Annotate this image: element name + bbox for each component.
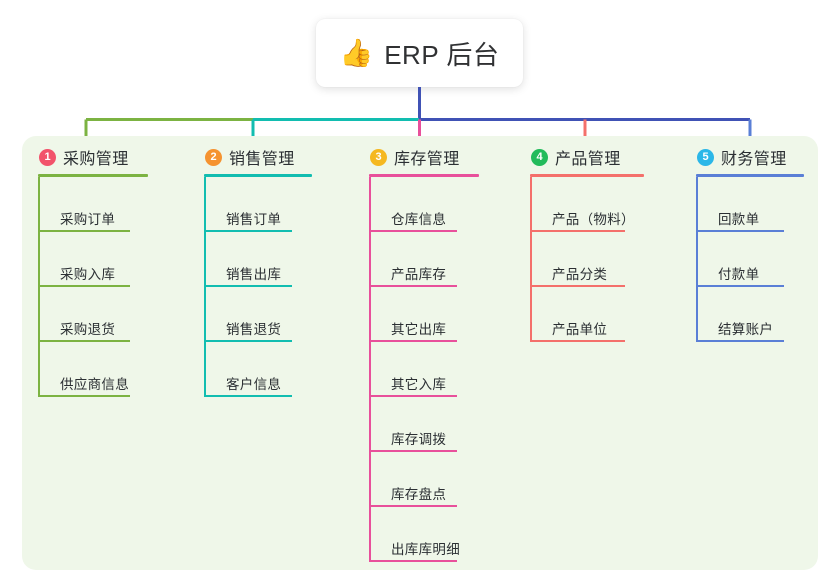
branch-item[interactable]: 回款单 xyxy=(696,177,804,232)
branch-item[interactable]: 采购订单 xyxy=(38,177,148,232)
branch-item-list: 仓库信息产品库存其它出库其它入库库存调拨库存盘点出库库明细 xyxy=(369,177,479,562)
branch-item-label: 销售退货 xyxy=(226,322,282,337)
branch-item[interactable]: 销售出库 xyxy=(204,232,312,287)
branch-number-badge: 3 xyxy=(370,148,387,166)
branch-item-rule xyxy=(38,230,130,232)
branch-item[interactable]: 采购退货 xyxy=(38,287,148,342)
branches-panel xyxy=(22,136,818,570)
branch-column-5: 5 财务管理回款单付款单结算账户 xyxy=(696,145,804,342)
branch-item-label: 供应商信息 xyxy=(60,377,129,392)
branch-header-4[interactable]: 4 产品管理 xyxy=(530,145,644,169)
branch-item-label: 其它出库 xyxy=(391,322,447,337)
branch-column-3: 3 库存管理仓库信息产品库存其它出库其它入库库存调拨库存盘点出库库明细 xyxy=(369,145,479,562)
branch-item-rule xyxy=(204,230,292,232)
branch-header-rule xyxy=(204,174,312,177)
branch-item[interactable]: 其它出库 xyxy=(369,287,479,342)
branch-item-label: 产品库存 xyxy=(391,267,447,282)
branch-column-2: 2 销售管理销售订单销售出库销售退货客户信息 xyxy=(204,145,312,397)
branch-item[interactable]: 采购入库 xyxy=(38,232,148,287)
branch-item-rule xyxy=(204,285,292,287)
branch-item-rule xyxy=(530,285,625,287)
branch-column-1: 1 采购管理采购订单采购入库采购退货供应商信息 xyxy=(38,145,148,397)
branch-item[interactable]: 客户信息 xyxy=(204,342,312,397)
branch-header-3[interactable]: 3 库存管理 xyxy=(369,145,479,169)
branch-item-label: 库存调拨 xyxy=(391,432,447,447)
branch-item-rule xyxy=(204,395,292,397)
branch-item[interactable]: 供应商信息 xyxy=(38,342,148,397)
branch-item[interactable]: 付款单 xyxy=(696,232,804,287)
branch-item-rule xyxy=(696,340,784,342)
branch-header-rule xyxy=(38,174,148,177)
branch-item-label: 采购退货 xyxy=(60,322,116,337)
branch-header-rule xyxy=(696,174,804,177)
branch-header-5[interactable]: 5 财务管理 xyxy=(696,145,804,169)
branch-item-rule xyxy=(204,340,292,342)
root-node[interactable]: 👍 ERP 后台 xyxy=(316,19,523,87)
branch-title: 财务管理 xyxy=(721,151,787,168)
thumbs-up-icon: 👍 xyxy=(339,37,374,68)
branch-item-rule xyxy=(369,560,457,562)
branch-item[interactable]: 仓库信息 xyxy=(369,177,479,232)
branch-item[interactable]: 产品（物料） xyxy=(530,177,644,232)
branch-item-label: 仓库信息 xyxy=(391,212,447,227)
branch-item-rule xyxy=(696,230,784,232)
branch-item-rule xyxy=(369,395,457,397)
branch-item-label: 结算账户 xyxy=(718,322,774,337)
branch-item-label: 销售出库 xyxy=(226,267,282,282)
branch-item[interactable]: 产品单位 xyxy=(530,287,644,342)
branch-header-1[interactable]: 1 采购管理 xyxy=(38,145,148,169)
branch-item-rule xyxy=(369,450,457,452)
branch-header-rule xyxy=(369,174,479,177)
branch-number-badge: 1 xyxy=(39,148,56,166)
branch-header-2[interactable]: 2 销售管理 xyxy=(204,145,312,169)
branch-item-label: 产品单位 xyxy=(552,322,608,337)
branch-item[interactable]: 库存调拨 xyxy=(369,397,479,452)
branch-item-rule xyxy=(369,285,457,287)
branch-item[interactable]: 库存盘点 xyxy=(369,452,479,507)
branch-item-label: 出库库明细 xyxy=(391,542,460,557)
branch-item-list: 回款单付款单结算账户 xyxy=(696,177,804,342)
branch-item-label: 销售订单 xyxy=(226,212,282,227)
branch-title: 销售管理 xyxy=(229,151,295,168)
branch-number-badge: 4 xyxy=(531,148,548,166)
branch-item-label: 回款单 xyxy=(718,212,760,227)
branch-item-label: 客户信息 xyxy=(226,377,282,392)
branch-item-label: 产品分类 xyxy=(552,267,608,282)
branch-item-rule xyxy=(38,395,130,397)
branch-item-rule xyxy=(38,340,130,342)
branch-title: 产品管理 xyxy=(555,151,621,168)
branch-item[interactable]: 其它入库 xyxy=(369,342,479,397)
branch-item-label: 付款单 xyxy=(718,267,760,282)
branch-number-badge: 2 xyxy=(205,148,222,166)
branch-item-label: 其它入库 xyxy=(391,377,447,392)
branch-item-rule xyxy=(369,230,457,232)
branch-item[interactable]: 结算账户 xyxy=(696,287,804,342)
branch-item-rule xyxy=(369,505,457,507)
branch-item-label: 产品（物料） xyxy=(552,212,635,227)
branch-item-list: 销售订单销售出库销售退货客户信息 xyxy=(204,177,312,397)
branch-item-list: 采购订单采购入库采购退货供应商信息 xyxy=(38,177,148,397)
branch-item-rule xyxy=(530,230,625,232)
branch-item-rule xyxy=(530,340,625,342)
branch-item[interactable]: 出库库明细 xyxy=(369,507,479,562)
branch-title: 采购管理 xyxy=(63,151,129,168)
branch-item-rule xyxy=(696,285,784,287)
branch-item[interactable]: 销售订单 xyxy=(204,177,312,232)
branch-item[interactable]: 产品分类 xyxy=(530,232,644,287)
branch-item-rule xyxy=(369,340,457,342)
branch-item-rule xyxy=(38,285,130,287)
branch-item[interactable]: 产品库存 xyxy=(369,232,479,287)
branch-item[interactable]: 销售退货 xyxy=(204,287,312,342)
branch-title: 库存管理 xyxy=(394,151,460,168)
branch-column-4: 4 产品管理产品（物料） 产品分类产品单位 xyxy=(530,145,644,342)
root-node-label: ERP 后台 xyxy=(384,39,500,70)
branch-item-label: 库存盘点 xyxy=(391,487,447,502)
branch-number-badge: 5 xyxy=(697,148,714,166)
branch-item-list: 产品（物料） 产品分类产品单位 xyxy=(530,177,644,342)
branch-item-label: 采购入库 xyxy=(60,267,116,282)
branch-item-label: 采购订单 xyxy=(60,212,116,227)
branch-header-rule xyxy=(530,174,644,177)
